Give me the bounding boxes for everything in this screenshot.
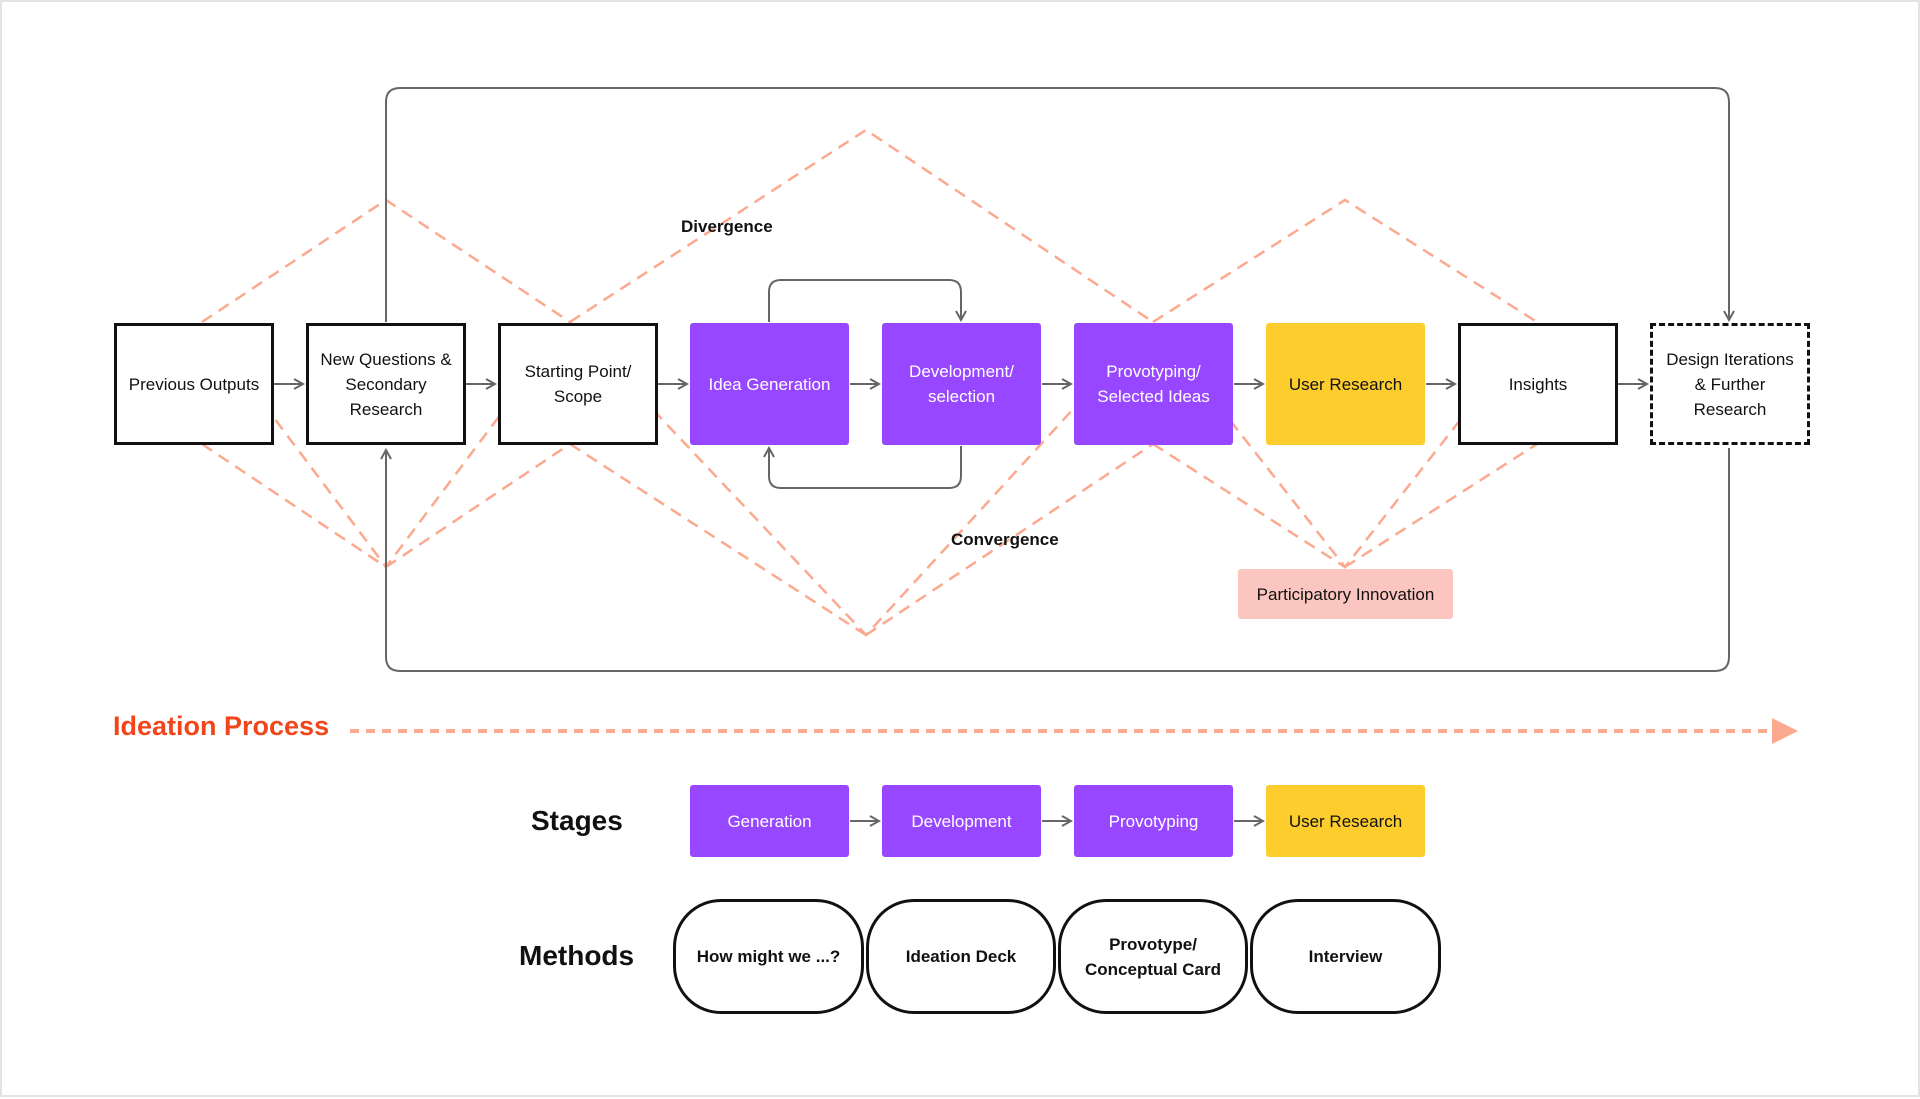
- stage-user-research: User Research: [1266, 785, 1425, 857]
- participatory-innovation-tag: Participatory Innovation: [1238, 569, 1453, 619]
- node-insights: Insights: [1458, 323, 1618, 445]
- diverge-converge-diamond-2: [568, 128, 1155, 637]
- stages-title: Stages: [531, 805, 623, 836]
- method-interview: Interview: [1250, 899, 1441, 1014]
- method-provotype-card: Provotype/ Conceptual Card: [1058, 899, 1248, 1014]
- iteration-loop-bottom: [769, 446, 962, 489]
- node-design-iterations: Design Iterations & Further Research: [1650, 323, 1810, 445]
- method-ideation-deck: Ideation Deck: [866, 899, 1056, 1014]
- node-user-research: User Research: [1266, 323, 1425, 445]
- stage-generation: Generation: [690, 785, 849, 857]
- ideation-process-title: Ideation Process: [113, 711, 330, 741]
- methods-title: Methods: [519, 940, 635, 971]
- diverge-converge-diamond-3: [1151, 198, 1539, 570]
- convergence-label: Convergence: [951, 530, 1059, 549]
- node-starting-point: Starting Point/ Scope: [498, 323, 658, 445]
- stage-provotyping: Provotyping: [1074, 785, 1233, 857]
- stage-development: Development: [882, 785, 1041, 857]
- node-idea-generation: Idea Generation: [690, 323, 849, 445]
- node-development-selection: Development/ selection: [882, 323, 1041, 445]
- node-provotyping-selected: Provotyping/ Selected Ideas: [1074, 323, 1233, 445]
- divergence-label: Divergence: [681, 217, 773, 236]
- iteration-loop-top: [768, 279, 961, 322]
- method-how-might-we: How might we ...?: [673, 899, 864, 1014]
- node-previous-outputs: Previous Outputs: [114, 323, 274, 445]
- feedback-loop-frame: [385, 87, 1729, 322]
- node-new-questions: New Questions & Secondary Research: [306, 323, 466, 445]
